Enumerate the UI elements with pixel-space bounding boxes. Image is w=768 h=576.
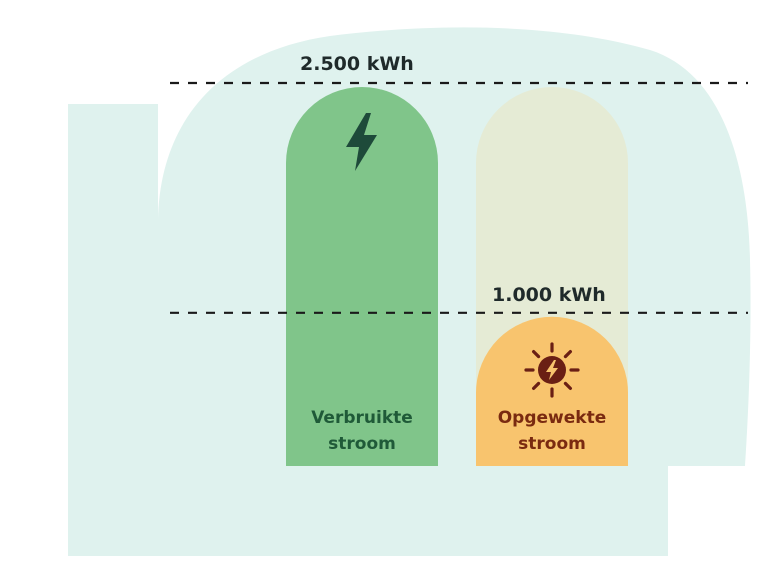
backdrop-dome [158, 27, 751, 466]
bar-label-1-line-1: Verbruikte [311, 408, 413, 428]
icon-layer [346, 113, 580, 398]
bar-label-1-line-2: stroom [328, 434, 396, 454]
lightning-bolt-icon [346, 113, 377, 171]
bar-label-2-line-2: stroom [518, 434, 586, 454]
sun-with-bolt-icon [524, 342, 580, 398]
reference-label-2: 1.000 kWh [492, 284, 606, 306]
consumed-bar [286, 87, 438, 466]
reference-lines [170, 81, 748, 314]
reference-label-1: 2.500 kWh [300, 53, 414, 75]
backdrop-base [68, 466, 668, 556]
bar-label-2-line-1: Opgewekte [498, 408, 607, 428]
